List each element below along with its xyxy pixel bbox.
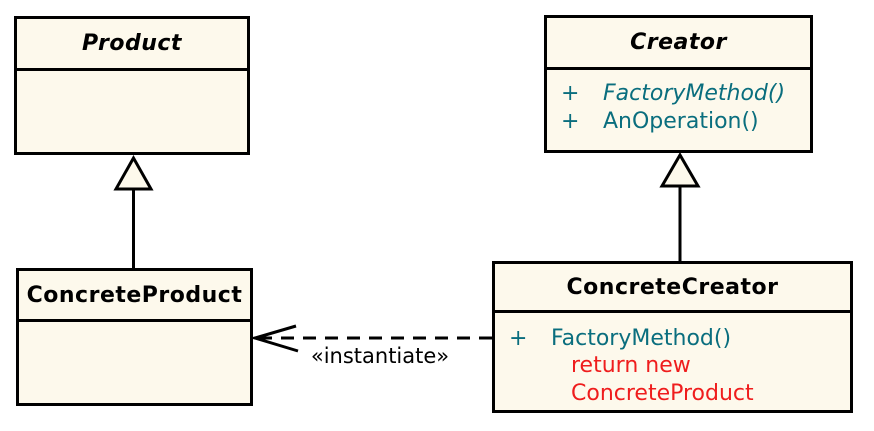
method-row-factorymethod: + FactoryMethod() xyxy=(495,324,850,352)
class-product: Product xyxy=(14,16,250,155)
class-concrete-creator: ConcreteCreator + FactoryMethod() return… xyxy=(492,261,853,413)
method-row-anoperation: + AnOperation() xyxy=(547,107,810,135)
generalization-creator-triangle xyxy=(659,152,701,188)
class-product-title: Product xyxy=(17,19,247,71)
class-concrete-product-title: ConcreteProduct xyxy=(19,271,250,322)
method-name-anoperation: AnOperation() xyxy=(603,108,759,134)
class-creator: Creator + FactoryMethod() + AnOperation(… xyxy=(544,15,813,153)
method-name-factorymethod: FactoryMethod() xyxy=(603,80,786,106)
class-creator-body: + FactoryMethod() + AnOperation() xyxy=(547,70,810,150)
generalization-product-triangle xyxy=(113,154,154,191)
class-concrete-creator-body: + FactoryMethod() return new ConcretePro… xyxy=(495,313,850,410)
method-row-factorymethod: + FactoryMethod() xyxy=(547,79,810,107)
instantiate-stereotype-label: «instantiate» xyxy=(310,344,450,368)
visibility-marker: + xyxy=(509,325,528,351)
class-creator-title: Creator xyxy=(547,18,810,70)
visibility-marker: + xyxy=(561,108,580,134)
visibility-marker: + xyxy=(561,80,580,106)
instantiate-open-arrowhead xyxy=(249,324,299,353)
note-concrete-product: ConcreteProduct xyxy=(571,381,754,406)
class-concrete-product-body xyxy=(19,322,250,403)
method-name-factorymethod: FactoryMethod() xyxy=(551,325,732,351)
note-return-new: return new xyxy=(571,353,691,378)
class-concrete-creator-title: ConcreteCreator xyxy=(495,264,850,313)
class-concrete-product: ConcreteProduct xyxy=(16,268,253,406)
class-product-body xyxy=(17,71,247,152)
